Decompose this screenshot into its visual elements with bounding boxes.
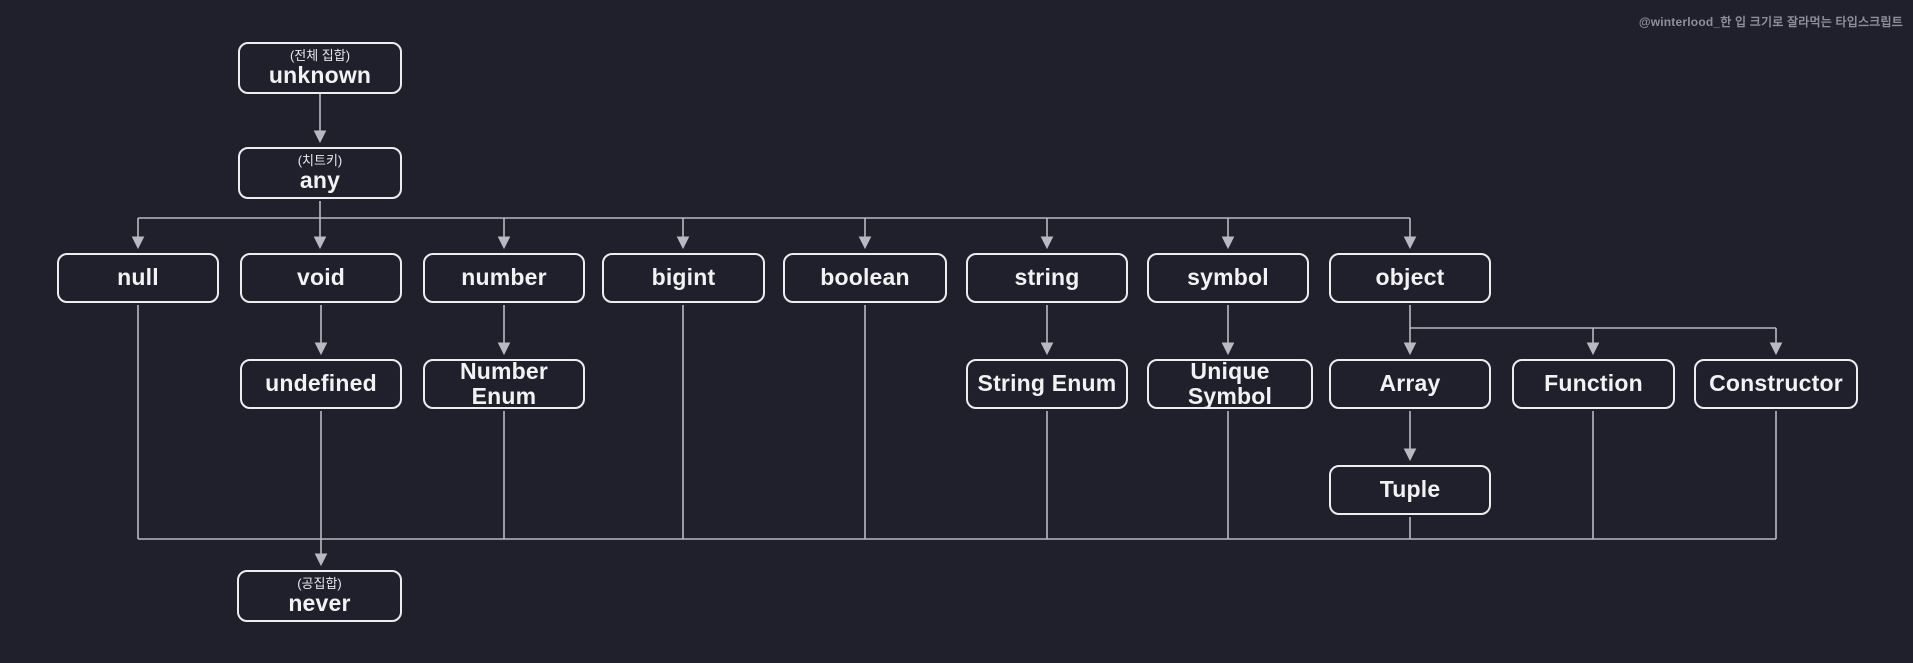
node-tuple-label: Tuple [1379, 476, 1441, 503]
node-string-enum-label: String Enum [977, 370, 1117, 397]
node-string: string [966, 253, 1128, 303]
node-unique-symbol-label: Unique Symbol [1187, 357, 1273, 409]
node-undefined: undefined [240, 359, 402, 409]
node-any-sublabel: (치트키) [297, 152, 343, 168]
node-void-label: void [296, 264, 346, 291]
node-string-enum: String Enum [966, 359, 1128, 409]
node-boolean-label: boolean [820, 264, 910, 291]
node-bigint-label: bigint [651, 264, 716, 291]
node-number-enum: Number Enum [423, 357, 585, 409]
node-number-enum-label: Number Enum [459, 357, 549, 409]
node-tuple: Tuple [1329, 465, 1491, 515]
node-bigint: bigint [602, 253, 765, 303]
watermark-text: @winterlood_한 입 크기로 잘라먹는 타입스크립트 [1638, 15, 1903, 29]
node-never-label: never [288, 590, 351, 617]
node-never: (공집합) never [237, 570, 402, 622]
node-boolean: boolean [783, 253, 947, 303]
node-undefined-label: undefined [265, 370, 377, 397]
node-function: Function [1512, 359, 1675, 409]
node-never-sublabel: (공집합) [297, 575, 342, 591]
node-any-label: any [299, 167, 341, 194]
node-unique-symbol: Unique Symbol [1147, 357, 1313, 409]
node-void: void [240, 253, 402, 303]
node-string-label: string [1014, 264, 1080, 291]
node-symbol-label: symbol [1187, 264, 1269, 291]
node-object: object [1329, 253, 1491, 303]
node-null-label: null [117, 264, 159, 291]
node-number-label: number [461, 264, 547, 291]
node-symbol: symbol [1147, 253, 1309, 303]
node-unknown: (전체 집합) unknown [238, 42, 402, 94]
node-null: null [57, 253, 219, 303]
node-constructor: Constructor [1694, 359, 1858, 409]
node-number: number [423, 253, 585, 303]
node-unknown-sublabel: (전체 집합) [289, 47, 351, 63]
node-function-label: Function [1544, 370, 1643, 397]
node-array-label: Array [1379, 370, 1441, 397]
node-unknown-label: unknown [268, 62, 372, 89]
node-any: (치트키) any [238, 147, 402, 199]
node-array: Array [1329, 359, 1491, 409]
node-constructor-label: Constructor [1709, 370, 1843, 397]
node-object-label: object [1375, 264, 1445, 291]
